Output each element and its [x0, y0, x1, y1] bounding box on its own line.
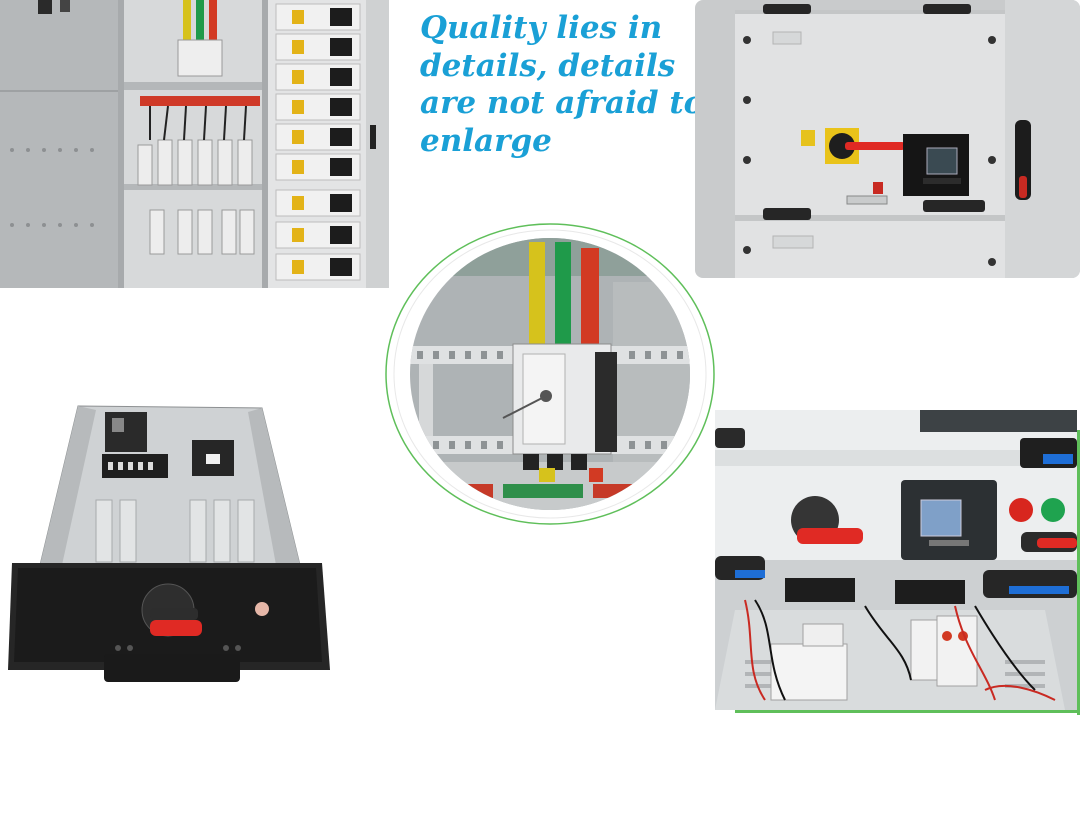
photo-drawer-unit [0, 400, 332, 690]
photo-cabinet-open [0, 0, 389, 288]
photo-busbar-circle [383, 222, 717, 526]
tagline: Quality lies in details, details are not… [420, 10, 705, 159]
photo-control-compartment [715, 410, 1080, 715]
photo-panel-door [695, 0, 1080, 278]
